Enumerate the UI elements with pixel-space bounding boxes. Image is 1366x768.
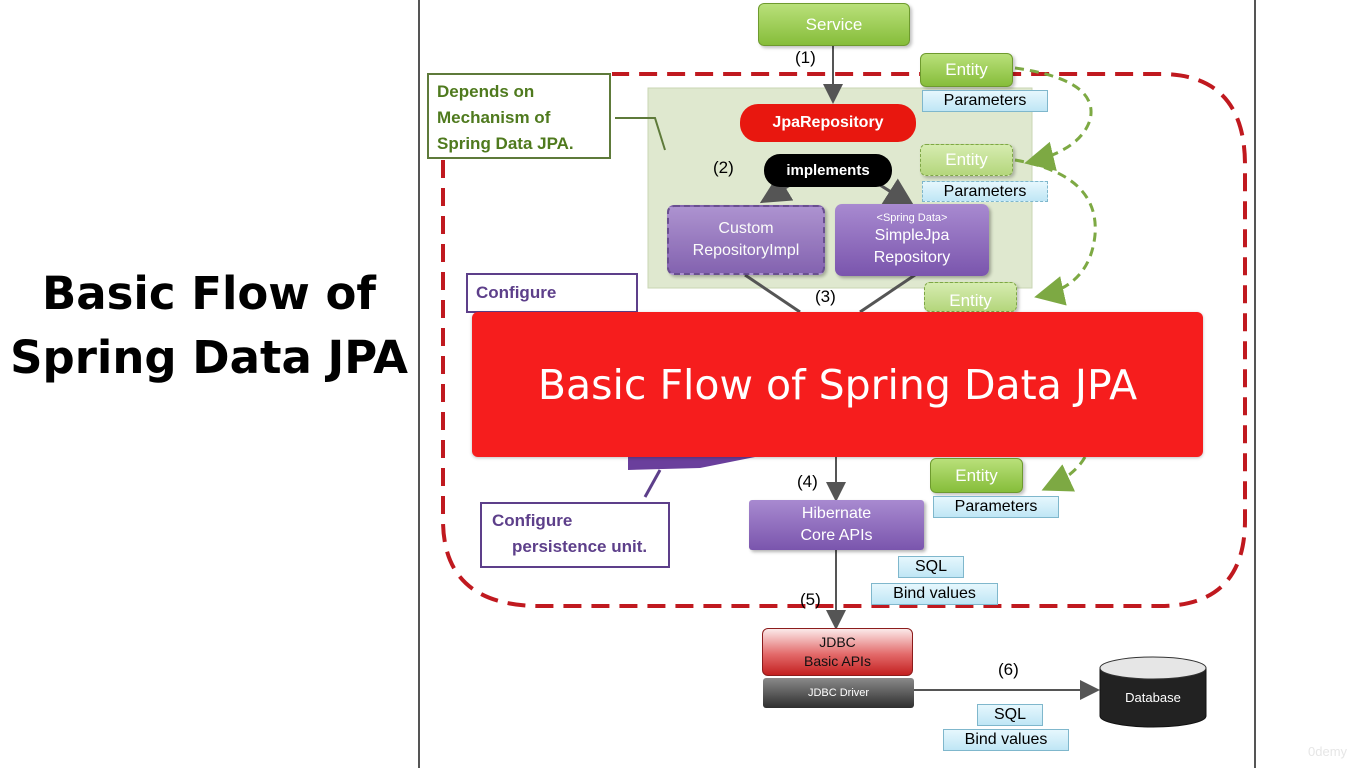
step-5-label: (5) xyxy=(800,590,821,609)
depends-note-pointer xyxy=(615,117,666,151)
arrow-3-right xyxy=(859,273,916,314)
database-cylinder xyxy=(1099,656,1207,728)
step-3-label: (3) xyxy=(815,287,836,306)
arrow-3-left xyxy=(744,273,801,314)
arrow-implements-right xyxy=(879,178,916,208)
persistence-frame xyxy=(441,72,1247,608)
simple-jpa-repository: <Spring Data> SimpleJpa Repository xyxy=(835,204,989,276)
service-box: Service xyxy=(758,3,910,46)
configure-persistence-note: Configure persistence unit. xyxy=(480,502,670,568)
entity-box-1: Entity xyxy=(920,53,1013,87)
udemy-watermark: 0demy xyxy=(1308,744,1348,759)
persistence-unit-label: persistence unit. xyxy=(512,537,648,556)
parameters-box-2: Parameters xyxy=(922,181,1048,202)
jdbc-basic-apis: JDBC Basic APIs xyxy=(762,628,913,676)
entity-box-3: Entity xyxy=(924,282,1017,312)
sql-box-2: SQL xyxy=(977,704,1043,726)
side-title: Basic Flow of Spring Data JPA xyxy=(10,267,408,384)
bind-values-box-1: Bind values xyxy=(871,583,998,605)
hibernate-core-apis: Hibernate Core APIs xyxy=(749,500,924,550)
jpa-repository: JpaRepository xyxy=(740,104,916,142)
persistence-shape xyxy=(628,456,760,470)
entity-flow-3 xyxy=(1041,456,1087,492)
bind-values-box-2: Bind values xyxy=(943,729,1069,751)
spring-data-tag: <Spring Data> xyxy=(876,212,948,224)
configure-pointer xyxy=(643,469,662,498)
parameters-box-4: Parameters xyxy=(933,496,1059,518)
step-6-label: (6) xyxy=(998,660,1019,679)
parameters-box-1: Parameters xyxy=(922,90,1048,112)
step-2-label: (2) xyxy=(713,158,734,177)
entity-box-4: Entity xyxy=(930,458,1023,493)
step-4-label: (4) xyxy=(797,472,818,491)
arrow-implements-left xyxy=(759,174,794,204)
database-label: Database xyxy=(1125,690,1181,705)
step-1-label: (1) xyxy=(795,48,816,67)
configure-note-top: Configure xyxy=(466,273,638,313)
entity-box-2: Entity xyxy=(920,144,1013,176)
sql-box-1: SQL xyxy=(898,556,964,578)
entity-flow-2 xyxy=(1014,158,1097,306)
jdbc-driver: JDBC Driver xyxy=(763,678,914,708)
configure-label: Configure xyxy=(492,511,573,530)
title-banner: Basic Flow of Spring Data JPA xyxy=(472,312,1203,457)
implements-box: implements xyxy=(764,154,892,187)
simple-jpa-repository-label: SimpleJpa Repository xyxy=(873,227,951,266)
custom-repository-impl: Custom RepositoryImpl xyxy=(667,205,825,275)
depends-note: Depends on Mechanism of Spring Data JPA. xyxy=(427,73,611,159)
